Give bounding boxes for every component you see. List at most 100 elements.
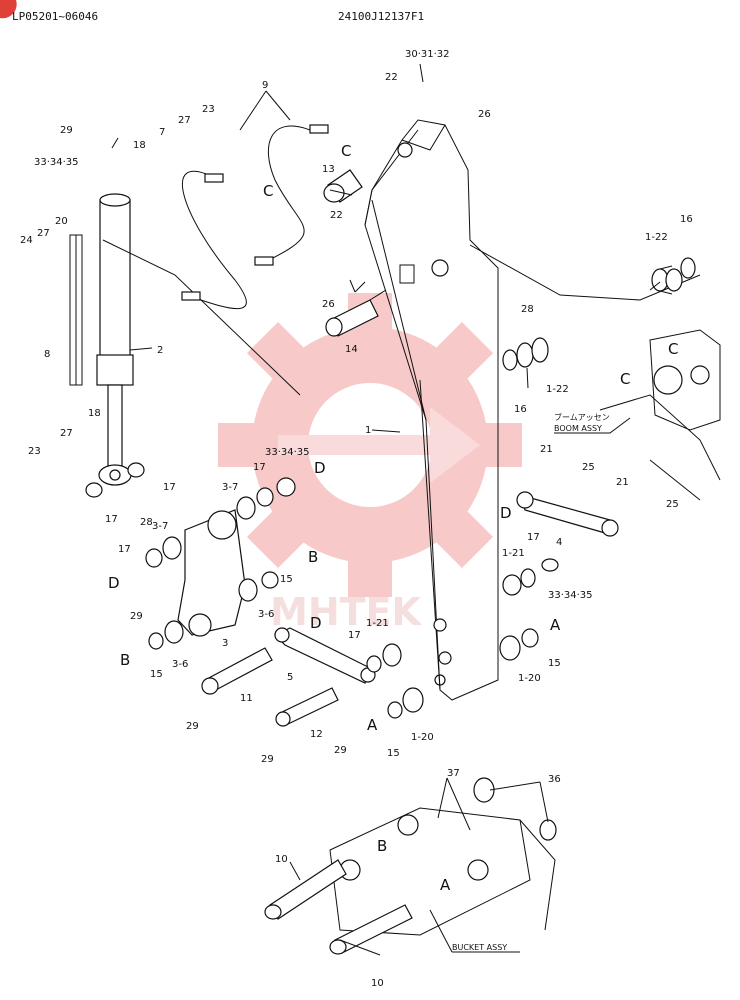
part-callouts: 30·31·32 22 26 9 23 27 7 18 29 33·34·35 …	[20, 49, 693, 989]
bucket-assembly	[264, 777, 557, 955]
ref-letter-c: C	[341, 142, 351, 160]
drawing-number: 24100J12137F1	[338, 10, 424, 23]
callout-10-b: 10	[371, 978, 384, 989]
callout-3-7: 3-7	[222, 482, 238, 493]
serial-range: LP05201~06046	[12, 10, 98, 23]
ref-letter-c: C	[263, 182, 273, 200]
callout-29-d: 29	[261, 754, 274, 765]
bushing-3-7-upper	[236, 477, 296, 520]
callout-15-c: 15	[548, 658, 561, 669]
link-part-4	[502, 491, 619, 596]
callout-27-b: 27	[37, 228, 50, 239]
callout-15: 15	[150, 669, 163, 680]
callout-8: 8	[44, 349, 50, 360]
boom-assy-label-en: BOOM ASSY	[554, 424, 602, 433]
callout-36: 36	[548, 774, 561, 785]
callout-16: 16	[680, 214, 693, 225]
boom-assy-label: ブームアッセン BOOM ASSY	[554, 412, 631, 434]
ref-letter-d: D	[314, 459, 326, 477]
callout-27: 27	[178, 115, 191, 126]
link-part-3	[177, 509, 246, 637]
link-part-5	[273, 627, 402, 684]
callout-1: 1	[365, 425, 371, 436]
watermark-gear-logo: MHTEK	[218, 293, 522, 634]
callout-29-b: 29	[130, 611, 143, 622]
callout-17-c: 17	[105, 514, 118, 525]
machine-body-outline	[599, 329, 721, 501]
callout-37: 37	[447, 768, 460, 779]
callout-30-31-32: 30·31·32	[405, 49, 450, 60]
callout-2: 2	[157, 345, 163, 356]
callout-33-34-35-c: 33·34·35	[548, 590, 593, 601]
callout-28: 28	[521, 304, 534, 315]
bucket-assy-label-text: BUCKET ASSY	[452, 943, 507, 952]
callout-24: 24	[20, 235, 33, 246]
bushing-1-22-lower	[502, 337, 549, 371]
callout-3-6-b: 3-6	[172, 659, 188, 670]
corner-marker-icon	[0, 0, 17, 19]
callout-1-20: 1-20	[518, 673, 541, 684]
callout-17-e: 17	[527, 532, 540, 543]
ref-letter-d: D	[310, 614, 322, 632]
callout-21-b: 21	[616, 477, 629, 488]
callout-22-lower: 22	[330, 210, 343, 221]
callout-25: 25	[582, 462, 595, 473]
hose-part-9	[181, 124, 329, 309]
ref-letter-b: B	[120, 651, 130, 669]
callout-20: 20	[55, 216, 68, 227]
ref-letter-b: B	[308, 548, 318, 566]
boom-part-1	[364, 119, 701, 701]
callout-1-22-b: 1-22	[546, 384, 569, 395]
pin-part-14	[325, 289, 387, 337]
callout-4: 4	[556, 537, 562, 548]
callout-29-c: 29	[186, 721, 199, 732]
callout-17-f: 17	[348, 630, 361, 641]
callout-1-22: 1-22	[645, 232, 668, 243]
bushing-1-22-upper	[651, 257, 696, 295]
ref-letter-c: C	[668, 340, 678, 358]
ref-letter-b: B	[377, 837, 387, 855]
callout-22: 22	[385, 72, 398, 83]
callout-3: 3	[222, 638, 228, 649]
callout-17: 17	[253, 462, 266, 473]
callout-25-b: 25	[666, 499, 679, 510]
callout-9: 9	[262, 80, 268, 91]
boom-assy-label-jp: ブームアッセン	[554, 412, 610, 422]
ref-letter-c: C	[620, 370, 630, 388]
callout-11: 11	[240, 693, 253, 704]
callout-23: 23	[202, 104, 215, 115]
leader-lines	[111, 63, 661, 956]
watermark-text: MHTEK	[270, 590, 422, 634]
callout-16-b: 16	[514, 404, 527, 415]
callout-10: 10	[275, 854, 288, 865]
ref-letter-a: A	[440, 876, 451, 894]
pin-part-12	[275, 687, 339, 727]
bucket-assy-label: BUCKET ASSY	[429, 909, 520, 953]
callout-1-21-b: 1-21	[366, 618, 389, 629]
callout-29-e: 29	[334, 745, 347, 756]
callout-33-34-35: 33·34·35	[34, 157, 79, 168]
ref-letter-a: A	[550, 616, 561, 634]
callout-21: 21	[540, 444, 553, 455]
callout-33-34-35-b: 33·34·35	[265, 447, 310, 458]
callout-18: 18	[133, 140, 146, 151]
callout-23-b: 23	[28, 446, 41, 457]
callout-5: 5	[287, 672, 293, 683]
ref-letter-d: D	[500, 504, 512, 522]
callout-26: 26	[478, 109, 491, 120]
callout-27-c: 27	[60, 428, 73, 439]
callout-29: 29	[60, 125, 73, 136]
callout-1-20-b: 1-20	[411, 732, 434, 743]
bushing-3-7-lower	[145, 536, 182, 568]
pin-part-11	[201, 647, 273, 695]
callout-18-b: 18	[88, 408, 101, 419]
callout-26-b: 26	[322, 299, 335, 310]
bushing-3-6-upper	[238, 571, 279, 602]
callout-7: 7	[159, 127, 165, 138]
callout-15-d: 15	[387, 748, 400, 759]
callout-3-7-b: 3-7	[152, 521, 168, 532]
ref-letter-a: A	[367, 716, 378, 734]
callout-13: 13	[322, 164, 335, 175]
